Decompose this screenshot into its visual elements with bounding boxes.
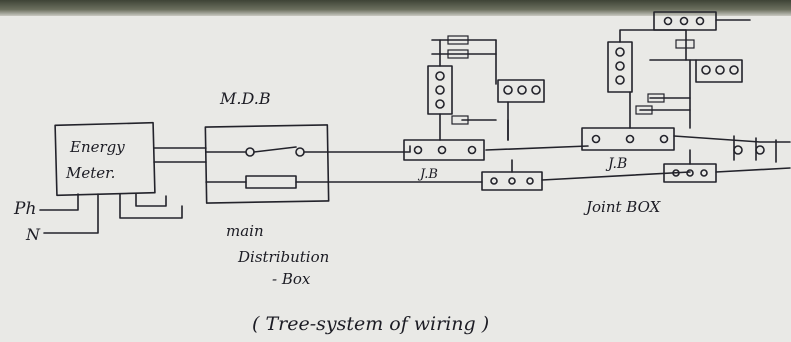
page-top-shadow (0, 0, 791, 16)
left-lamp-cluster (497, 79, 545, 141)
jb-left-label: J.B (417, 167, 438, 182)
main-distribution-box (204, 124, 330, 204)
fuse-symbol (205, 175, 329, 189)
phase-label: Ph (13, 199, 36, 219)
far-right-lamps (733, 135, 777, 163)
diagram-caption: ( Tree-system of wiring ) (252, 313, 489, 335)
supply-leads (39, 193, 99, 234)
distribution-label: Distribution (237, 248, 329, 266)
energy-meter: Energy Meter. (54, 121, 156, 197)
joint-box-label: Joint BOX (583, 198, 662, 216)
left-joint-strip (481, 159, 543, 191)
top-right-lamp-box (653, 11, 751, 61)
meter-to-mdb-wires (119, 147, 207, 219)
main-label: main (226, 222, 264, 240)
neutral-label: N (25, 225, 41, 244)
jb-right-label: J.B (605, 156, 627, 172)
energy-meter-label-1: Energy (69, 138, 125, 156)
energy-meter-label-2: Meter. (65, 164, 115, 182)
switch-symbol (205, 146, 329, 157)
junction-box-left (403, 139, 485, 161)
right-joint-strip (663, 149, 717, 183)
mains-wires (327, 135, 791, 183)
box-label: - Box (272, 270, 311, 288)
right-lamp-cluster (635, 39, 743, 129)
left-switch-board (427, 35, 509, 141)
right-switch-board (607, 29, 687, 129)
junction-box-right (581, 127, 675, 151)
mdb-label: M.D.B (219, 89, 271, 108)
